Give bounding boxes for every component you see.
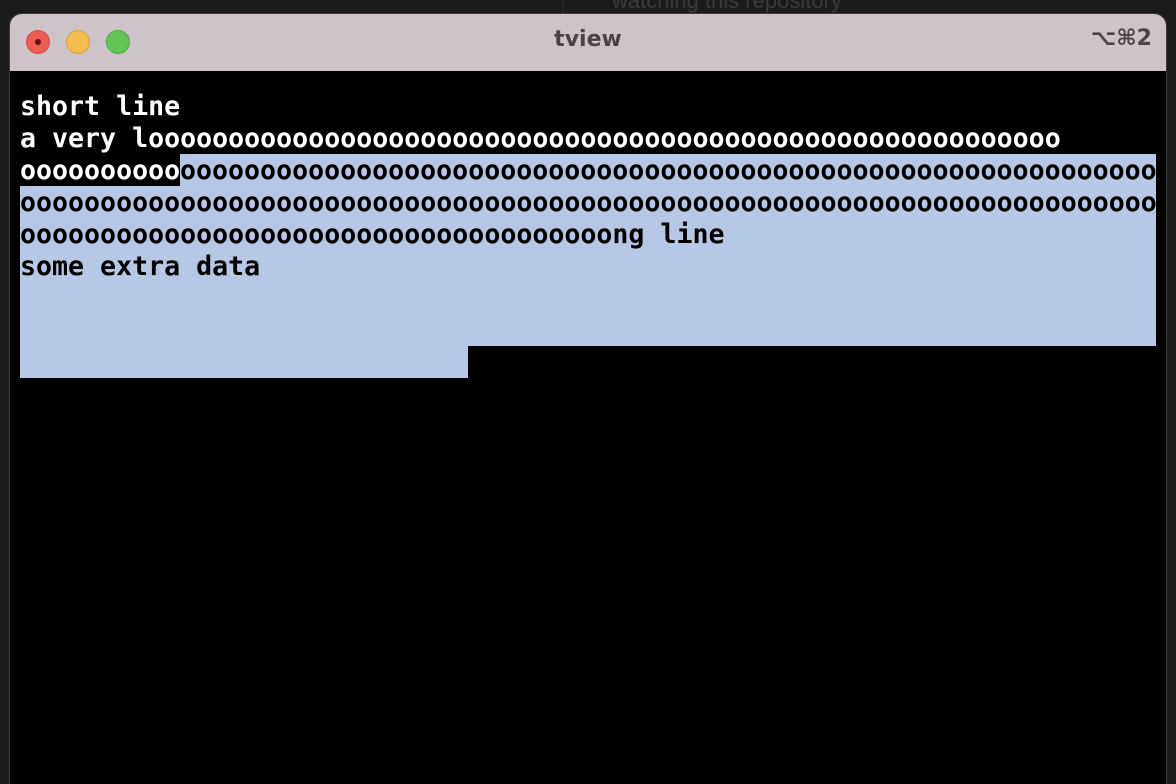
terminal-line-6: some extra data (20, 251, 261, 282)
terminal-window[interactable]: tview ⌥⌘2 short line a very looooooooooo… (10, 14, 1166, 784)
close-icon (35, 39, 41, 45)
terminal-line-5: ooooooooooooooooooooooooooooooooooooong … (20, 219, 725, 250)
selection-highlight-end (20, 346, 468, 378)
terminal-line-3-unselected: oooooooooo (20, 155, 181, 186)
selection-highlight-start (180, 154, 1156, 186)
window-shortcut: ⌥⌘2 (1090, 26, 1152, 51)
selection-highlight-body (20, 186, 1156, 346)
terminal-line-3-selected: oooooooooooooooooooooooooooooooooooooooo… (180, 155, 1166, 186)
maximize-button[interactable] (106, 30, 130, 54)
close-button[interactable] (26, 30, 50, 54)
terminal-line-4: oooooooooooooooooooooooooooooooooooooooo… (20, 187, 1166, 218)
background-window-text: watching this repository (612, 0, 842, 13)
background-divider (562, 0, 564, 14)
minimize-button[interactable] (66, 30, 90, 54)
terminal-line-1: short line (20, 91, 181, 122)
terminal-line-2: a very loooooooooooooooooooooooooooooooo… (20, 123, 1061, 154)
title-bar[interactable]: tview ⌥⌘2 (10, 14, 1166, 71)
terminal-content[interactable]: short line a very looooooooooooooooooooo… (10, 71, 1166, 784)
window-title: tview (554, 27, 622, 52)
